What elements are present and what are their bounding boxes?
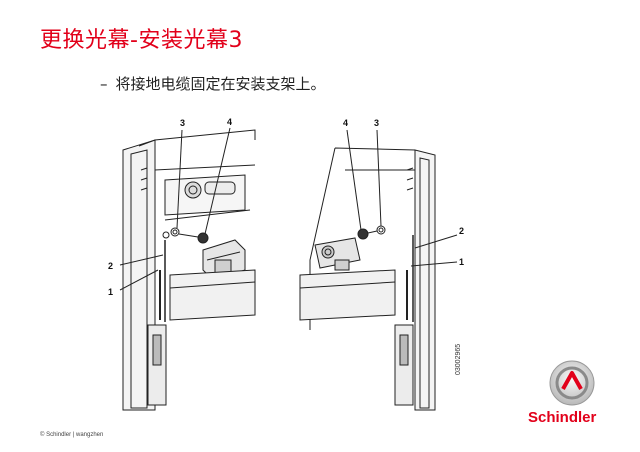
slide-title: 更换光幕-安装光幕3 xyxy=(40,28,243,53)
leader-line-right-3 xyxy=(376,129,382,227)
bullet-dash: – xyxy=(100,75,108,93)
instruction-bullet: –将接地电缆固定在安装支架上。 xyxy=(100,73,326,94)
callout-left-1: 1 xyxy=(108,287,113,297)
leader-line-right-2 xyxy=(414,234,458,249)
schindler-logo-icon xyxy=(549,360,595,406)
left-door-frame xyxy=(122,129,256,411)
right-door-frame xyxy=(299,147,436,411)
callout-left-4: 4 xyxy=(227,117,232,127)
leader-line-right-4 xyxy=(346,129,362,231)
leader-line-left-1 xyxy=(119,269,159,291)
callout-right-3: 3 xyxy=(374,118,379,128)
callout-left-3: 3 xyxy=(180,118,185,128)
callout-right-2: 2 xyxy=(459,226,464,236)
brand-name: Schindler xyxy=(528,409,597,426)
document-number: 03002965 xyxy=(455,343,462,375)
callout-left-2: 2 xyxy=(108,261,113,271)
leader-line-right-1 xyxy=(410,261,458,267)
footer-copyright: © Schindler | wangzhen xyxy=(40,432,104,438)
leader-line-left-4 xyxy=(204,127,231,235)
instruction-text: 将接地电缆固定在安装支架上。 xyxy=(115,75,326,93)
leader-line-left-3 xyxy=(176,129,183,229)
installation-diagram: 3 4 2 1 3 4 2 1 xyxy=(108,117,464,411)
callout-right-4: 4 xyxy=(343,118,348,128)
callout-right-1: 1 xyxy=(459,257,464,267)
leader-line-left-2 xyxy=(119,254,164,266)
